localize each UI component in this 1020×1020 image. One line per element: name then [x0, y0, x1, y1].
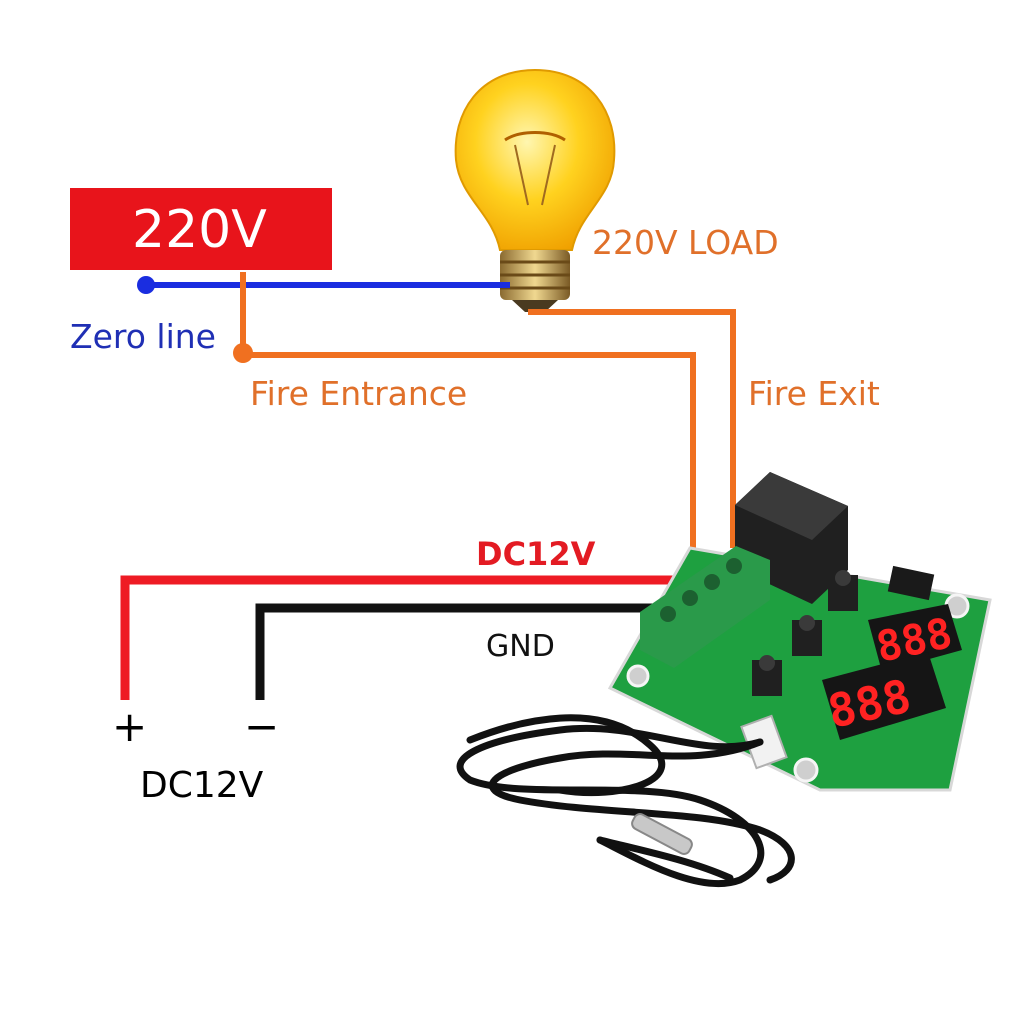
zero-line-junction	[137, 276, 155, 294]
ground-wire-label: GND	[486, 629, 555, 664]
dc-supply-label: DC12V	[140, 765, 264, 806]
module-buttons	[752, 570, 858, 696]
load-label: 220V LOAD	[592, 223, 779, 262]
dc-plus-terminal: +	[112, 702, 148, 751]
fire-exit-label: Fire Exit	[748, 374, 880, 413]
fire-entrance-label: Fire Entrance	[250, 374, 468, 413]
supply-220v-box	[70, 188, 332, 270]
thermostat-module: 888 888	[456, 472, 992, 888]
fire-exit-wire	[528, 309, 736, 548]
terminal-block	[640, 546, 770, 668]
fire-entrance-junction	[233, 343, 253, 363]
light-bulb-icon	[454, 68, 616, 312]
dc-minus-terminal: −	[244, 702, 280, 751]
fire-entrance-wire	[240, 272, 696, 575]
ground-wire	[255, 603, 668, 700]
dc-positive-wire-label: DC12V	[476, 535, 596, 573]
mount-hole	[793, 757, 819, 783]
chip-icon	[887, 565, 935, 601]
zero-line-label: Zero line	[70, 317, 216, 356]
probe-tip	[631, 813, 693, 855]
dc-positive-wire	[120, 575, 686, 700]
temperature-probe-icon	[456, 714, 795, 888]
mount-hole	[626, 664, 650, 688]
led-display: 888 888	[822, 604, 962, 740]
supply-220v-label: 220V	[132, 200, 267, 260]
